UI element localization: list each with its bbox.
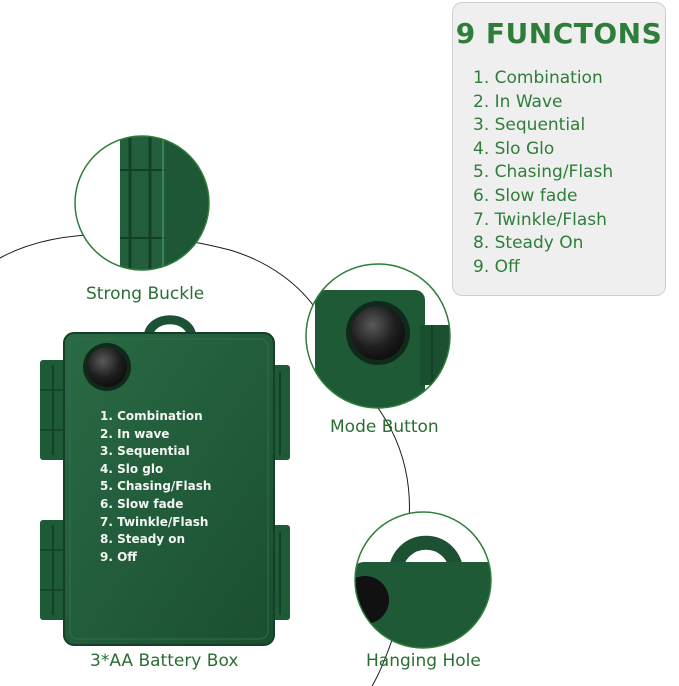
connector-line-buckle [0,233,319,313]
caption-strong-buckle: Strong Buckle [86,284,205,304]
connector-line-hole [371,639,393,686]
box-function-item: 7. Twinkle/Flash [100,514,209,529]
functions-list: 1. Combination 2. In Wave 3. Sequential … [473,67,613,279]
function-item: 7. Twinkle/Flash [473,209,607,230]
box-function-item: 8. Steady on [100,532,186,547]
hanging-hole-zoom [354,511,492,649]
function-item: 6. Slow fade [473,185,578,206]
function-item: 5. Chasing/Flash [473,162,614,183]
functions-title: 9 FUNCTONS [455,17,663,50]
function-item: 4. Slo Glo [473,138,555,159]
box-function-item: 6. Slow fade [100,496,184,511]
function-item: 2. In Wave [473,91,563,112]
functions-panel: 9 FUNCTONS 1. Combination 2. In Wave 3. … [452,2,666,296]
caption-battery-box: 3*AA Battery Box [90,651,239,671]
mode-button-zoom [305,263,451,409]
box-function-item: 1. Combination [100,409,203,423]
box-function-item: 5. Chasing/Flash [100,479,212,494]
function-item: 3. Sequential [473,115,586,136]
box-function-item: 4. Slo glo [100,461,164,476]
caption-mode-button: Mode Button [330,417,439,437]
box-function-item: 9. Off [100,549,138,564]
function-item: 9. Off [473,256,520,277]
caption-hanging-hole: Hanging Hole [366,651,481,671]
box-function-item: 2. In wave [100,426,170,441]
function-item: 1. Combination [473,68,603,88]
battery-box [40,315,290,646]
box-function-item: 3. Sequential [100,444,190,459]
buckle-zoom [74,135,210,271]
function-item: 8. Steady On [473,233,584,254]
box-function-list: 1. Combination 2. In wave 3. Sequential … [100,408,211,566]
